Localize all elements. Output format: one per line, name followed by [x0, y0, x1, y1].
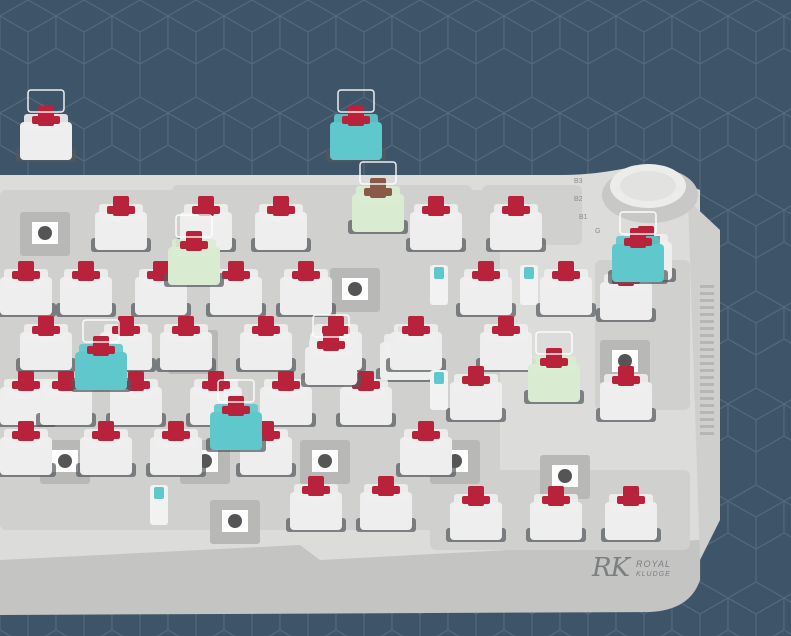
keyboard-right-side — [688, 200, 720, 560]
key-switch — [16, 316, 76, 372]
key-switch — [348, 161, 408, 234]
brand-line-2: KLUDGE — [636, 571, 671, 578]
rotary-knob-icon — [602, 164, 698, 223]
stabilizer — [430, 370, 448, 410]
key-switch — [446, 366, 506, 422]
empty-plate-hole — [210, 500, 260, 544]
key-switch — [596, 366, 656, 422]
key-switch — [326, 89, 386, 162]
key-switch — [146, 421, 206, 477]
key-switch — [456, 261, 516, 317]
key-switch — [301, 314, 361, 387]
key-switch — [356, 476, 416, 532]
key-switch — [601, 486, 661, 542]
brand-logo-mark: RK — [592, 553, 630, 583]
stabilizer — [430, 265, 448, 305]
mode-label-b1: B1 — [579, 214, 588, 221]
key-switch — [476, 316, 536, 372]
mode-label-b3: B3 — [574, 178, 583, 185]
key-switch — [256, 371, 316, 427]
key-switch — [71, 319, 131, 392]
key-switch — [206, 261, 266, 317]
mode-label-b2: B2 — [574, 196, 583, 203]
mode-label-g: G — [595, 228, 601, 235]
key-switch — [524, 331, 584, 404]
key-switch — [286, 476, 346, 532]
key-switch — [406, 196, 466, 252]
brand-logo: RK ROYAL KLUDGE — [592, 553, 670, 583]
key-switch — [91, 196, 151, 252]
key-switch — [526, 486, 586, 542]
key-switch — [608, 211, 668, 284]
key-switch — [236, 316, 296, 372]
key-switch — [16, 89, 76, 162]
key-switch — [536, 261, 596, 317]
empty-plate-hole — [330, 268, 380, 312]
key-switch — [251, 196, 311, 252]
key-switch — [164, 214, 224, 287]
key-switch — [396, 421, 456, 477]
key-switch — [76, 421, 136, 477]
empty-plate-hole — [20, 212, 70, 256]
key-switch — [0, 421, 56, 477]
key-switch — [486, 196, 546, 252]
key-switch — [446, 486, 506, 542]
key-switch — [0, 261, 56, 317]
keyboard-front-edge — [0, 540, 700, 615]
brand-line-1: ROYAL — [636, 559, 672, 569]
key-switch — [276, 261, 336, 317]
key-switch — [156, 316, 216, 372]
empty-plate-hole — [540, 455, 590, 499]
side-vents — [700, 285, 714, 435]
key-switch — [386, 316, 446, 372]
key-switch — [206, 379, 266, 452]
stabilizer — [520, 265, 538, 305]
key-switch — [56, 261, 116, 317]
stabilizer — [150, 485, 168, 525]
empty-plate-hole — [300, 440, 350, 484]
switches-layer — [0, 89, 676, 544]
